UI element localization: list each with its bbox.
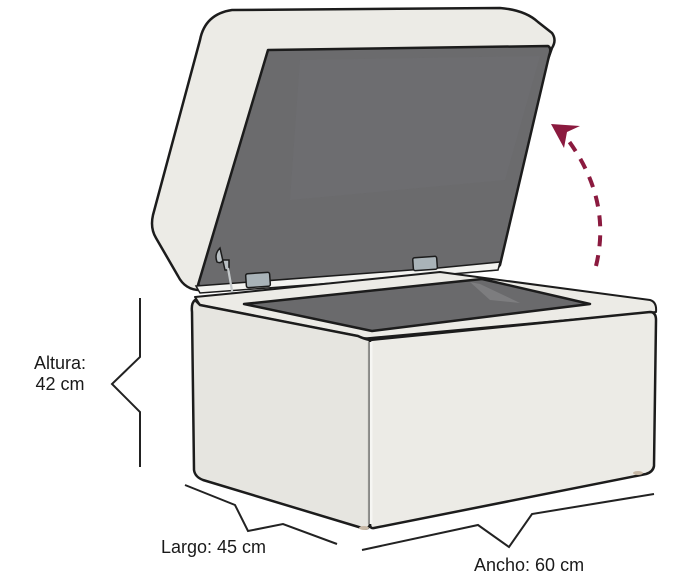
length-dimension-label: Largo: 45 cm bbox=[161, 537, 267, 557]
lid bbox=[150, 6, 556, 294]
hinge-left bbox=[244, 271, 272, 289]
hinges bbox=[215, 246, 439, 303]
height-value: 42 cm bbox=[35, 374, 85, 394]
dimension-lines bbox=[110, 298, 655, 551]
foot bbox=[633, 471, 643, 475]
hinge-right bbox=[411, 255, 439, 272]
height-label: Altura: bbox=[34, 353, 87, 373]
height-bracket bbox=[110, 298, 141, 467]
lid-stay-bracket bbox=[215, 246, 230, 271]
width-bracket bbox=[361, 493, 655, 551]
storage-compartment bbox=[242, 277, 592, 333]
foot bbox=[359, 526, 369, 530]
length-bracket bbox=[184, 484, 338, 545]
height-dimension-label: Altura: 42 cm bbox=[34, 353, 86, 395]
base bbox=[190, 271, 658, 530]
open-direction-arrow-icon bbox=[551, 124, 603, 267]
width-dimension-label: Ancho: 60 cm bbox=[474, 555, 585, 575]
